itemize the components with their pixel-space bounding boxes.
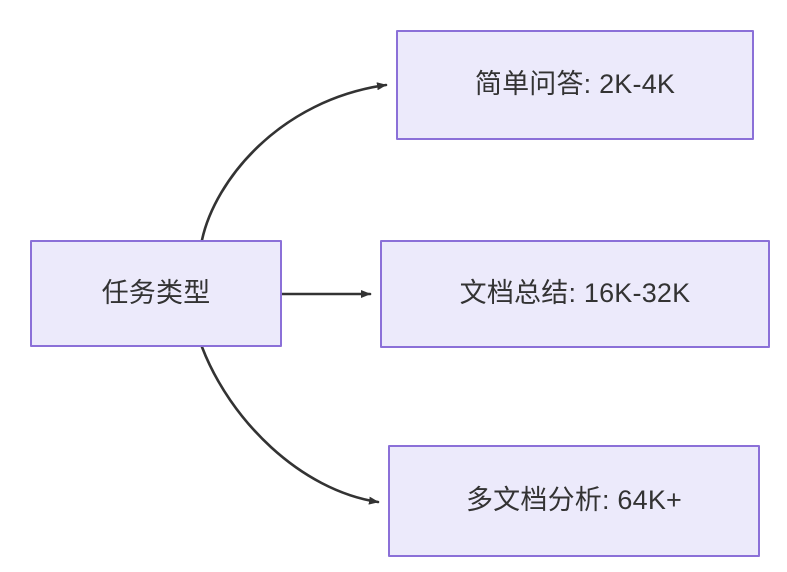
node-task-type[interactable]: 任务类型 <box>30 240 282 347</box>
node-task-type-label: 任务类型 <box>101 277 211 308</box>
edge-root-to-multi-doc <box>200 345 380 505</box>
node-simple-qa-label: 简单问答: 2K-4K <box>474 69 676 100</box>
node-document-summary[interactable]: 文档总结: 16K-32K <box>380 240 770 348</box>
node-document-summary-label: 文档总结: 16K-32K <box>459 278 691 309</box>
node-multi-document-analysis[interactable]: 多文档分析: 64K+ <box>388 445 760 557</box>
edge-root-to-simple-qa <box>200 82 388 242</box>
node-multi-document-analysis-label: 多文档分析: 64K+ <box>465 485 682 516</box>
node-simple-qa[interactable]: 简单问答: 2K-4K <box>396 30 754 140</box>
